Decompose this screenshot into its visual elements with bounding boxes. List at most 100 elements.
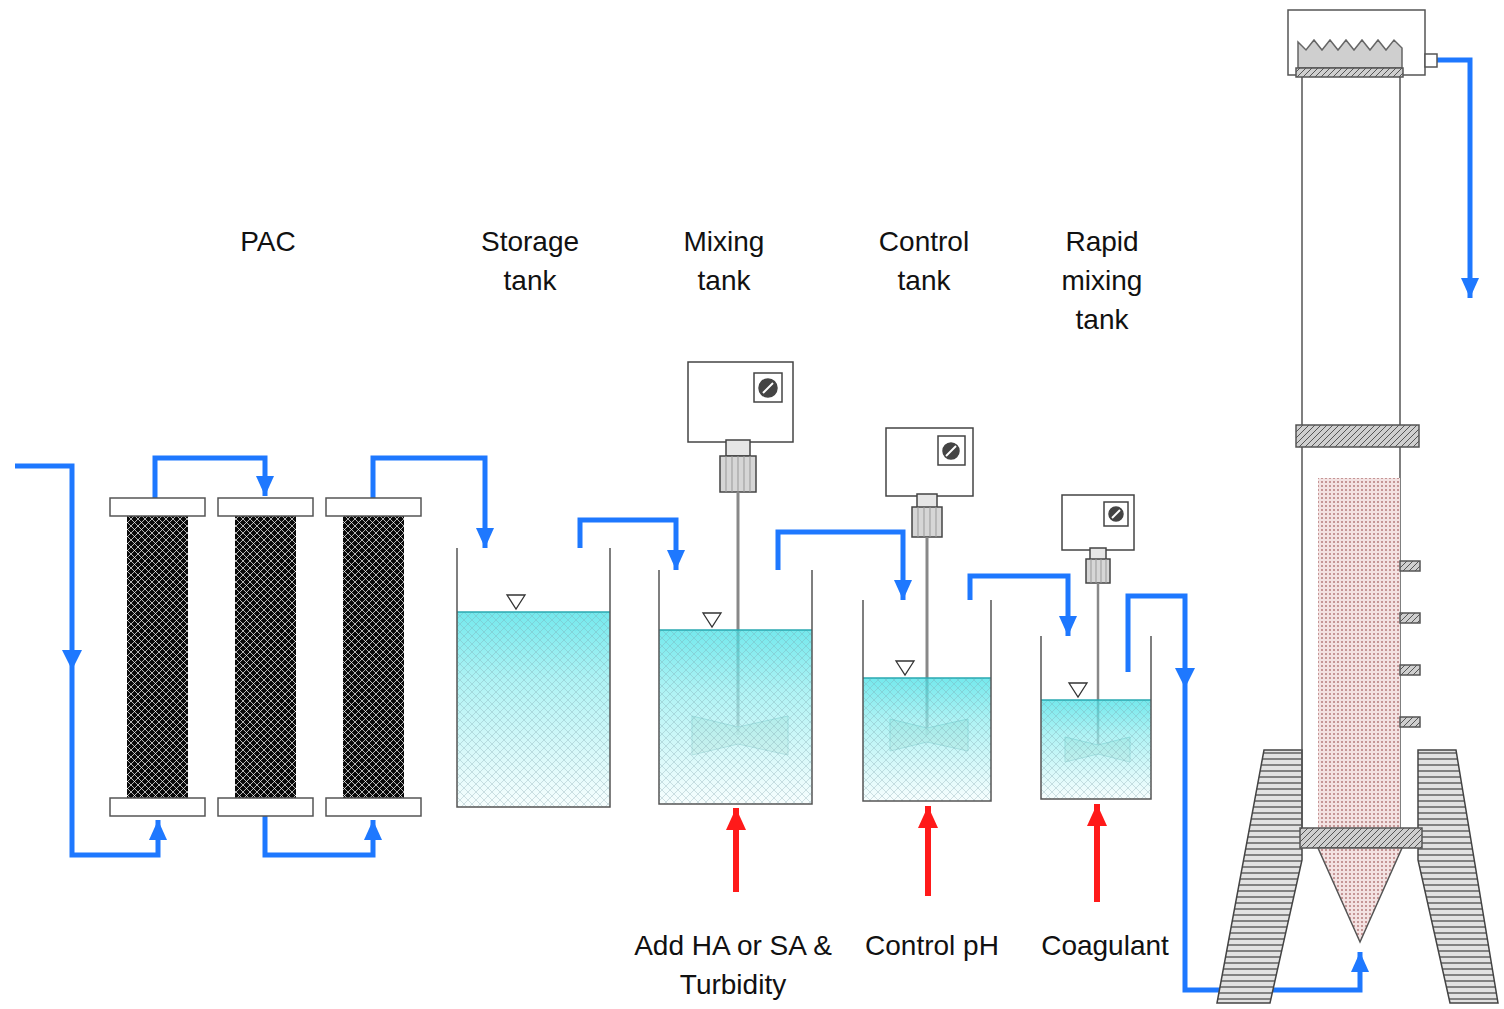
storage-tank-drawing-part xyxy=(457,612,610,807)
settling-column xyxy=(1217,10,1498,1003)
rapid-mixing-tank-drawing-part xyxy=(1041,699,1151,701)
tank-label: Mixing tank xyxy=(659,222,789,300)
settling-column-part xyxy=(1298,40,1402,68)
tank-label: Storage tank xyxy=(460,222,600,300)
flow-pipe xyxy=(580,520,676,570)
mixing-tank-drawing-part xyxy=(703,613,721,627)
settling-column-part xyxy=(1288,10,1425,75)
pac-pipes xyxy=(15,458,373,855)
mixer-motor-part xyxy=(946,446,956,456)
mixer-motor-part xyxy=(754,373,782,402)
pac-columns-drawing-part xyxy=(326,498,421,516)
pac-pipes-part xyxy=(155,458,265,498)
storage-tank-drawing-part xyxy=(457,611,610,613)
mixer-motor-part xyxy=(1112,510,1120,518)
mixer-motor-part xyxy=(918,507,936,537)
mixer-motor-part xyxy=(1109,507,1123,521)
mixer-motor-part xyxy=(726,456,750,492)
mixer-motor-part xyxy=(759,379,777,397)
settling-column-part xyxy=(1399,77,1401,425)
mixer-motor-part xyxy=(886,428,973,496)
rapid-mixing-tank-drawing-part xyxy=(1041,700,1151,799)
dosing-arrow-part xyxy=(925,806,931,896)
pac-columns-drawing-part xyxy=(110,798,205,816)
storage-tank: Storage tank xyxy=(456,548,611,808)
pac-columns-drawing-part xyxy=(235,516,296,798)
tank-label: Rapid mixing tank xyxy=(1037,222,1167,339)
column-pipe-part xyxy=(1437,60,1470,298)
control-tank-drawing-part xyxy=(863,678,991,801)
mixer-motor-part xyxy=(917,494,937,508)
control-tank-drawing-part xyxy=(863,600,991,801)
mixing-tank-drawing xyxy=(658,570,813,805)
dosing-arrow xyxy=(736,804,1097,902)
dosing-label: Add HA or SA & Turbidity xyxy=(613,926,853,1004)
tank-label: PAC xyxy=(240,222,296,261)
settling-column-part xyxy=(1301,77,1303,425)
mixing-tank: Mixing tank xyxy=(658,570,813,805)
rapid-mixing-tank-drawing-part xyxy=(1041,636,1151,799)
mixing-tank-drawing-part xyxy=(659,630,812,804)
control-tank-drawing-part xyxy=(863,677,991,679)
dosing-arrow-part xyxy=(733,808,739,892)
mixer-motor-part xyxy=(726,440,750,456)
settling-column-part xyxy=(1400,561,1420,571)
pac-columns-drawing-part xyxy=(110,498,205,516)
mixer-motor-part xyxy=(1104,502,1128,526)
pac-columns-drawing-part xyxy=(218,498,313,516)
settling-column-part xyxy=(1296,425,1419,447)
dosing-label: Coagulant xyxy=(1041,926,1169,965)
settling-column-part xyxy=(1318,848,1402,942)
mixer-motor-part xyxy=(1086,559,1110,583)
flow-arrowhead xyxy=(1175,668,1195,688)
settling-column-part xyxy=(1301,447,1303,828)
control-tank-drawing xyxy=(862,600,992,802)
settling-column-part xyxy=(1296,68,1403,77)
mixer-motor-part xyxy=(912,507,942,537)
mixer-motor-part xyxy=(943,443,959,459)
settling-column-part xyxy=(1400,717,1420,727)
storage-tank-drawing-part xyxy=(507,595,525,609)
rapid-mixing-tank-drawing xyxy=(1040,636,1152,800)
flow-arrowhead xyxy=(62,650,82,670)
settling-column-part xyxy=(1217,750,1302,1003)
mixer-motor-part xyxy=(688,362,793,442)
mixer-motor-part xyxy=(1090,548,1106,560)
pac-columns-drawing-part xyxy=(326,798,421,816)
mixer-motor-part xyxy=(720,456,756,492)
settling-column-part xyxy=(1400,613,1420,623)
mixer-motor-part xyxy=(938,436,965,465)
mixing-tank-drawing-part xyxy=(659,629,812,631)
storage-tank-drawing xyxy=(456,548,611,808)
control-tank-drawing-part xyxy=(863,678,991,801)
control-tank-drawing-part xyxy=(896,661,914,675)
storage-tank-drawing-part xyxy=(457,612,610,807)
settling-column-part xyxy=(1300,828,1422,848)
pac-columns-drawing-part xyxy=(343,516,404,798)
flow-pipe xyxy=(778,532,903,600)
dosing-arrow-part xyxy=(1094,804,1100,902)
pac-columns-drawing-part xyxy=(127,516,188,798)
pac-columns-drawing xyxy=(110,498,421,816)
pac-columns-drawing-part xyxy=(218,798,313,816)
mixer-motor-part xyxy=(1091,559,1106,583)
settling-column-part xyxy=(1425,54,1437,67)
mixing-tank-drawing-part xyxy=(659,570,812,804)
tank-label: Control tank xyxy=(859,222,989,300)
settling-column-part xyxy=(1418,750,1498,1003)
pac-pipes-part xyxy=(265,816,373,855)
rapid-mixing-tank-drawing-part xyxy=(1041,700,1151,799)
settling-column-part xyxy=(1400,665,1420,675)
flow-pipe xyxy=(970,576,1068,636)
mixer-motor-part xyxy=(763,383,773,393)
mixing-tank-drawing-part xyxy=(659,630,812,804)
settling-column-part xyxy=(1318,478,1400,828)
rapid-mixing-tank-drawing-part xyxy=(1069,683,1087,697)
control-tank: Control tank xyxy=(862,600,992,802)
storage-tank-drawing-part xyxy=(457,548,610,807)
pac-columns: PAC xyxy=(110,498,421,816)
mixer-motor-part xyxy=(1062,495,1134,550)
rapid-mixing-tank: Rapid mixing tank xyxy=(1040,636,1152,800)
dosing-label: Control pH xyxy=(865,926,999,965)
